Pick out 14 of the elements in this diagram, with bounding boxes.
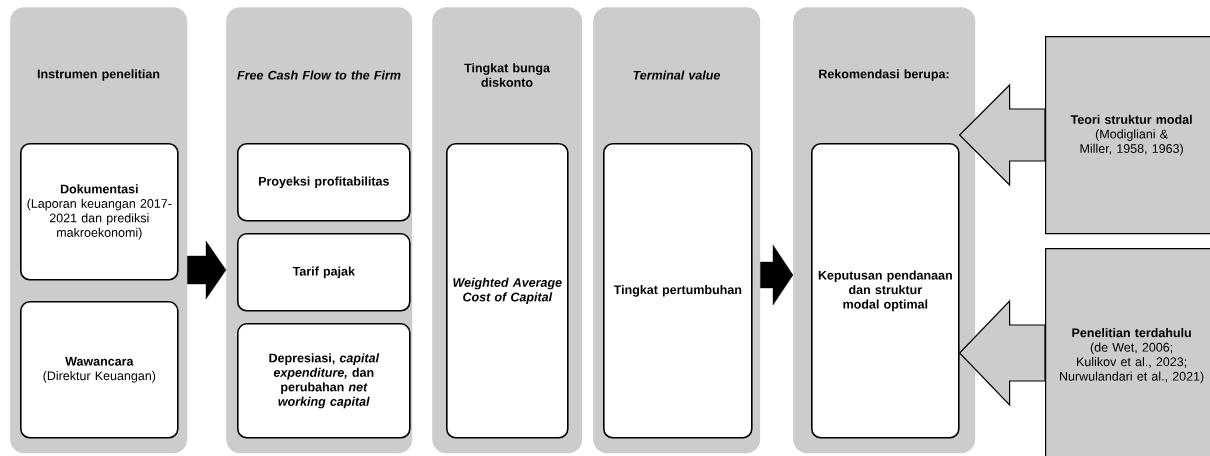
text-box: Wawancara (Direktur Keuangan) [20, 301, 179, 439]
text-box: Depresiasi, capital expenditure, dan perubahan net working capital [237, 323, 411, 439]
text-box: Dokumentasi (Laporan keuangan 2017-2021 dan prediksi makroekonomi) [20, 143, 179, 281]
text-box: Proyeksi profitabilitas [237, 143, 411, 222]
callout-box: Teori struktur modal (Modigliani & Miller, 1958, 1963) [1045, 36, 1210, 235]
block-arrow [187, 240, 227, 300]
callout-box: Penelitian terdahulu (de Wet, 2006; Kulikov et al., 2023; Nurwulandari et al., 2021) [1045, 248, 1210, 456]
text-box: Weighted Average Cost of Capital [446, 143, 569, 439]
callout-arrow [958, 299, 1046, 407]
text-box: Tingkat pertumbuhan [603, 143, 753, 439]
callout-arrow [958, 83, 1046, 187]
text-box: Keputusan pendanaan dan struktur modal optimal [811, 143, 960, 439]
text-box: Tarif pajak [237, 233, 411, 312]
block-arrow [760, 244, 794, 306]
